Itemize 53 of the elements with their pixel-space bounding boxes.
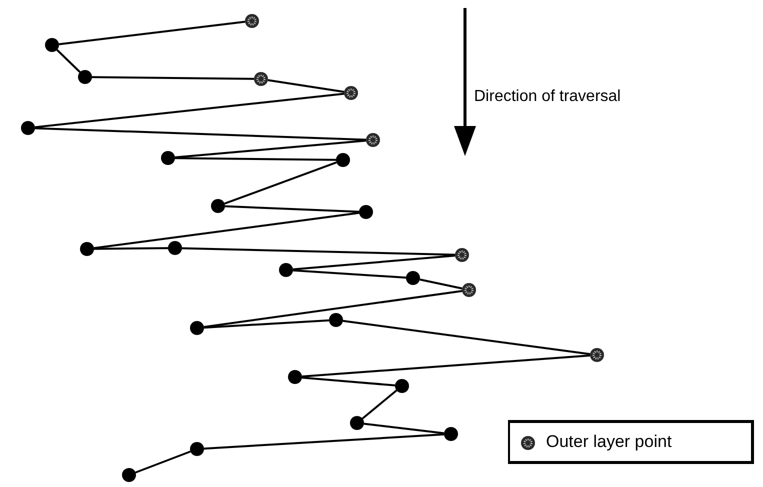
connector-line xyxy=(224,161,337,205)
outer-layer-point xyxy=(343,85,359,101)
connector-line xyxy=(420,278,462,290)
point-marker xyxy=(189,320,205,336)
connector-line xyxy=(302,376,396,386)
connector-line xyxy=(174,157,336,161)
connector-line xyxy=(364,422,444,434)
legend-label: Outer layer point xyxy=(546,432,672,452)
connector-line xyxy=(292,254,456,270)
point-marker xyxy=(160,150,176,166)
connector-line xyxy=(58,20,246,46)
connector-line xyxy=(204,290,462,328)
direction-label: Direction of traversal xyxy=(474,88,621,106)
outer-layer-point xyxy=(253,71,269,87)
connector-line xyxy=(204,319,330,329)
point-marker xyxy=(79,241,95,257)
point-marker xyxy=(189,441,205,457)
connector-line xyxy=(34,92,344,128)
connector-line xyxy=(94,247,168,250)
connector-line xyxy=(174,140,366,158)
connector-line xyxy=(135,450,191,474)
point-marker xyxy=(405,270,421,286)
point-marker xyxy=(287,369,303,385)
point-marker xyxy=(210,198,226,214)
connector-line xyxy=(34,127,366,141)
connector-line xyxy=(362,390,398,420)
point-marker xyxy=(394,378,410,394)
connector-line xyxy=(92,76,254,80)
point-marker xyxy=(77,69,93,85)
outer-layer-point xyxy=(244,13,260,29)
point-marker xyxy=(349,415,365,431)
outer-layer-point xyxy=(365,132,381,148)
outer-layer-point xyxy=(461,282,477,298)
connector-line xyxy=(56,49,81,73)
point-marker xyxy=(121,467,137,483)
point-marker xyxy=(44,37,60,53)
connector-line xyxy=(292,269,406,279)
point-marker xyxy=(358,204,374,220)
point-marker xyxy=(335,152,351,168)
connector-line xyxy=(342,320,590,356)
point-marker xyxy=(443,426,459,442)
connector-line xyxy=(302,354,590,378)
connector-line xyxy=(268,79,344,93)
point-marker xyxy=(167,240,183,256)
point-marker xyxy=(20,120,36,136)
connector-line xyxy=(182,247,456,256)
point-marker xyxy=(328,312,344,328)
outer-layer-point xyxy=(454,247,470,263)
connector-line xyxy=(94,212,360,250)
connector-line xyxy=(204,433,444,450)
connector-line xyxy=(224,205,360,213)
point-marker xyxy=(278,262,294,278)
outer-layer-point xyxy=(589,347,605,363)
